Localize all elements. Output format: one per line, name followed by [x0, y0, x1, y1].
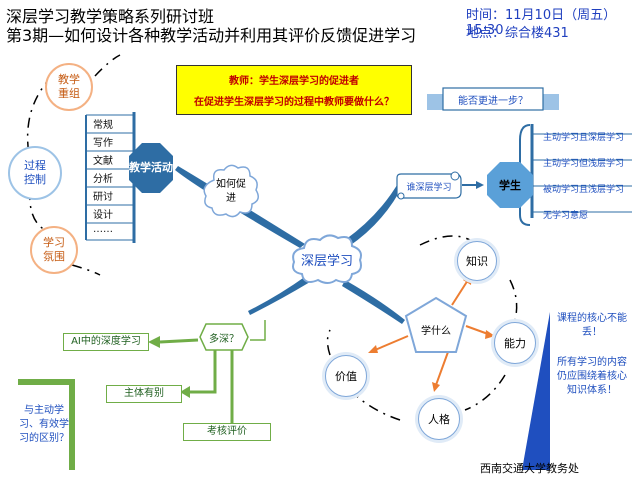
student-label: 学生: [499, 179, 521, 192]
cycle-process-control-label: 过程控制: [24, 159, 46, 186]
cloud-shape: [203, 164, 259, 218]
method-item: 设计: [93, 210, 113, 221]
scroll-shape: [396, 171, 462, 200]
how-promote-label: 如何促进: [216, 179, 246, 204]
how-deep-label: 多深？: [209, 334, 239, 345]
student-node: 学生: [486, 161, 534, 209]
method-item: 分析: [93, 174, 113, 185]
pentagon-shape: [404, 296, 468, 353]
ribbon-shape: [427, 87, 559, 111]
cloud-shape: [292, 234, 362, 284]
method-item: 文献: [93, 156, 113, 167]
method-item: 研讨: [93, 192, 113, 203]
teaching-activity-node: 教学活动: [128, 142, 174, 194]
method-item: ……: [93, 224, 113, 235]
teaching-activity-label: 教学活动: [129, 161, 173, 174]
deep-learning-center: 深层学习: [290, 232, 364, 286]
student-type-item: 主动学习但浅层学习: [543, 159, 625, 169]
core-note-line2: 所有学习的内容仍应围绕着核心知识体系！: [557, 357, 627, 396]
subject-differ-box: 主体有别: [106, 385, 182, 403]
learn-what-label: 学什么: [421, 326, 451, 337]
page-title: 深层学习教学策略系列研讨班: [6, 7, 215, 26]
teacher-role-line2: 在促进学生深层学习的过程中教师要做什么？: [194, 97, 394, 108]
further-ribbon: 能否更进一步？: [427, 86, 559, 114]
deep-learning-label: 深层学习: [300, 254, 353, 269]
ability-bubble: 能力: [494, 322, 536, 364]
core-note-line1: 课程的核心不能丢！: [557, 313, 627, 338]
knowledge-bubble: 知识: [457, 241, 497, 281]
student-type-item: 无学习意愿: [543, 211, 589, 221]
cycle-process-control: 过程控制: [8, 146, 62, 200]
diamond-shape: [199, 323, 249, 351]
student-type-item: 主动学习且深层学习: [543, 133, 625, 143]
assessment-box: 考核评价: [183, 423, 271, 441]
page-subtitle: 第3期—如何设计各种教学活动并利用其评价反馈促进学习: [6, 26, 417, 45]
method-item: 写作: [93, 138, 113, 149]
cycle-teaching-restructure: 教学重组: [45, 63, 93, 111]
student-type-item: 被动学习且浅层学习: [543, 185, 625, 195]
teacher-role-box: 教师：学生深层学习的促进者 在促进学生深层学习的过程中教师要做什么？: [176, 65, 412, 115]
who-deep-learning-label: 谁深层学习: [406, 183, 452, 193]
cycle-learning-atmosphere-label: 学习氛围: [43, 236, 65, 263]
method-item: 常规: [93, 120, 113, 131]
teacher-role-line1: 教师：学生深层学习的促进者: [229, 76, 359, 87]
octagon-shape: [487, 162, 533, 208]
learn-what-node: 学什么: [404, 296, 468, 354]
cycle-teaching-restructure-label: 教学重组: [58, 73, 80, 100]
how-promote-cloud: 如何促进: [200, 162, 262, 220]
value-bubble: 价值: [325, 355, 367, 397]
time-label: 时间：11月10日（周五）15:30: [466, 8, 617, 38]
how-deep-node: 多深？: [198, 322, 250, 352]
who-deep-learning-scroll: 谁深层学习: [395, 168, 463, 202]
cycle-learning-atmosphere: 学习氛围: [30, 226, 78, 274]
difference-question: 与主动学习、有效学习的区别？: [19, 405, 69, 444]
ai-deep-learning-box: AI中的深度学习: [63, 333, 149, 351]
place-label: 地点：综合楼431: [466, 26, 569, 41]
personality-bubble: 人格: [418, 398, 460, 440]
octagon-shape: [129, 143, 173, 193]
footer-org: 西南交通大学教务处: [480, 462, 579, 475]
further-label: 能否更进一步？: [458, 96, 528, 107]
